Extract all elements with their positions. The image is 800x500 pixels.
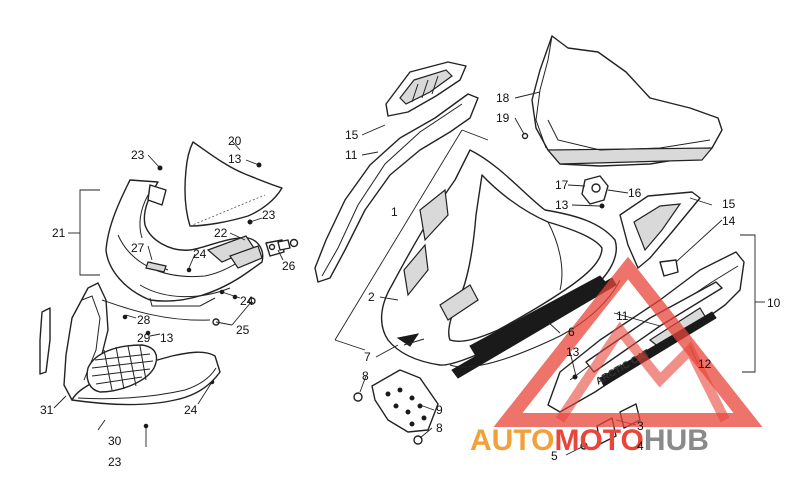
callout-labels: 23 20 13 23 22 21 27 24 26 24 25 28 29 1… [40, 91, 781, 469]
left-upper-fairing [105, 179, 264, 302]
callout-25: 25 [236, 323, 250, 337]
callout-28: 28 [137, 313, 151, 327]
callout-13-left: 13 [160, 331, 174, 345]
callout-12: 12 [698, 357, 712, 371]
callout-14: 14 [722, 214, 736, 228]
svg-text:AUTOMOTOHUB: AUTOMOTOHUB [470, 424, 709, 457]
callout-30: 30 [108, 434, 122, 448]
callout-20: 20 [228, 134, 242, 148]
callout-5: 5 [551, 449, 558, 463]
callout-31: 31 [40, 403, 54, 417]
callout-26: 26 [282, 259, 296, 273]
callout-8-upper: 8 [362, 369, 369, 383]
callout-27: 27 [131, 241, 145, 255]
callout-18: 18 [496, 91, 510, 105]
callout-9: 9 [436, 403, 443, 417]
left-assembly [39, 141, 299, 429]
callout-21: 21 [52, 226, 66, 240]
callout-10: 10 [767, 296, 781, 310]
callout-11-right: 11 [616, 309, 629, 323]
callout-8-lower: 8 [436, 421, 443, 435]
center-assembly [314, 61, 621, 445]
skid-plate [371, 369, 439, 433]
watermark-triangle-icon [493, 256, 763, 427]
callout-23-bottom-left: 23 [108, 455, 122, 469]
watermark-text-hub: HUB [644, 424, 709, 457]
callout-19: 19 [496, 111, 510, 125]
callout-15-left: 15 [345, 128, 359, 142]
callout-24-mid-left: 24 [240, 294, 254, 308]
callout-3: 3 [637, 419, 644, 433]
callout-23-mid-left: 23 [262, 208, 276, 222]
callout-11-left: 11 [345, 148, 358, 162]
left-lens-panel [184, 141, 283, 227]
callout-4: 4 [637, 439, 644, 453]
callout-23-top-left: 23 [131, 148, 145, 162]
watermark-text-moto: MOTO [554, 424, 643, 457]
grille-mesh [91, 345, 154, 391]
callout-2: 2 [368, 290, 375, 304]
callout-24-lower-left: 24 [184, 403, 198, 417]
callout-6: 6 [568, 325, 575, 339]
callout-24-upper-left: 24 [193, 247, 207, 261]
callout-22: 22 [214, 226, 228, 240]
callout-13-right-upper: 13 [555, 198, 569, 212]
callout-16: 16 [628, 186, 642, 200]
leader-lines [53, 91, 723, 456]
callout-13-top-left: 13 [228, 152, 242, 166]
bracket-21 [79, 189, 100, 276]
callout-17: 17 [555, 178, 569, 192]
watermark: AUTOMOTOHUB [470, 256, 763, 457]
callout-1: 1 [391, 205, 398, 219]
callout-7: 7 [364, 350, 371, 364]
callout-13-right-lower: 13 [566, 345, 580, 359]
watermark-text-auto: AUTO [470, 424, 554, 457]
callout-29: 29 [137, 331, 151, 345]
callout-15-right: 15 [722, 197, 736, 211]
windshield [531, 35, 723, 167]
left-side-trim [314, 93, 479, 283]
